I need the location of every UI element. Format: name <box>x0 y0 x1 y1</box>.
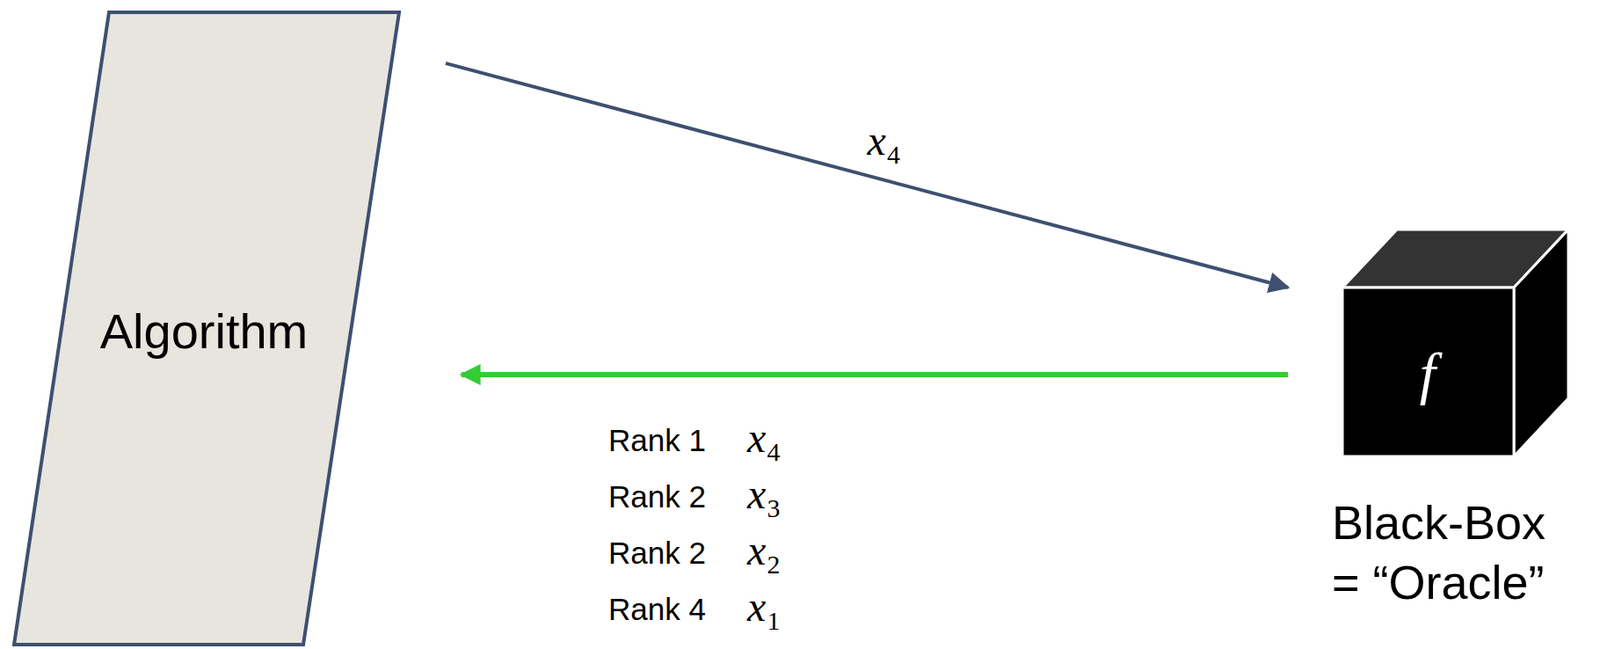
node-title: Algorithm <box>100 300 309 363</box>
ranked-point: x2 <box>747 527 780 575</box>
black-box-cube: fBlack-Box = “Oracle” <box>1342 229 1569 457</box>
cube-outline <box>1342 229 1569 457</box>
ranked-point: x4 <box>747 414 780 462</box>
node-title: f <box>1419 337 1436 411</box>
rank-label: Rank 2 <box>608 480 706 515</box>
rank-label: Rank 4 <box>608 592 706 627</box>
edge-label: x4 <box>866 117 900 165</box>
response-arrow <box>461 371 1288 378</box>
ranked-point: x1 <box>747 583 780 631</box>
parallelogram-shape <box>14 12 400 645</box>
node-caption: Black-Box = “Oracle” <box>1331 493 1568 612</box>
cube-side-face <box>1513 229 1569 457</box>
rank-label: Rank 1 <box>608 423 706 459</box>
algorithm-box: Algorithm <box>12 10 401 647</box>
rank-label: Rank 2 <box>608 536 706 571</box>
query-arrow <box>445 63 1288 288</box>
ranked-point: x3 <box>747 471 780 518</box>
cube-front-face <box>1342 287 1514 457</box>
